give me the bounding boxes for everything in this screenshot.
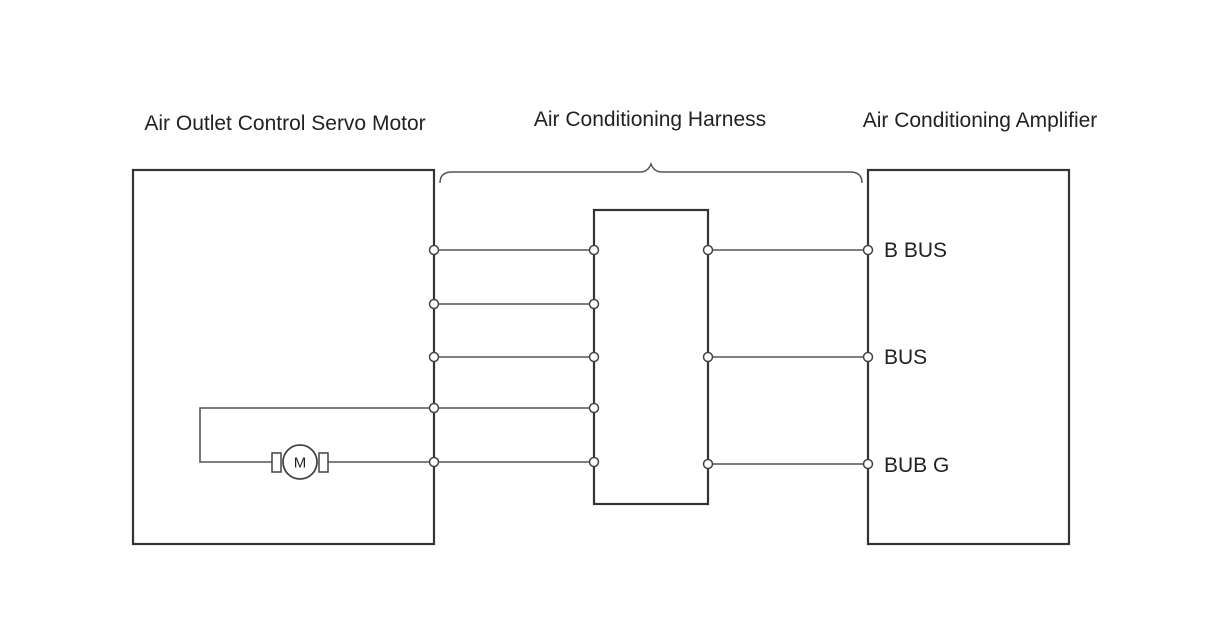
- harness-label: Air Conditioning Harness: [534, 108, 766, 131]
- servo-motor-box: [131, 168, 436, 546]
- terminal-node: [588, 456, 600, 468]
- terminal-node: [588, 351, 600, 363]
- amplifier-label: Air Conditioning Amplifier: [863, 109, 1098, 132]
- terminal-node: [702, 244, 714, 256]
- motor-box-label: Air Outlet Control Servo Motor: [144, 112, 425, 135]
- terminal-node: [702, 458, 714, 470]
- harness-brace: [439, 161, 863, 184]
- motor-internal-wire-top: [199, 407, 434, 463]
- terminal-node: [428, 351, 440, 363]
- terminal-node: [862, 458, 874, 470]
- terminal-node: [588, 244, 600, 256]
- terminal-node: [702, 351, 714, 363]
- pin-label-b-bus: B BUS: [884, 239, 947, 262]
- terminal-node: [428, 402, 440, 414]
- motor-symbol-letter: M: [294, 455, 307, 472]
- terminal-node: [428, 244, 440, 256]
- terminal-node: [588, 298, 600, 310]
- pin-label-bus: BUS: [884, 346, 927, 369]
- terminal-node: [862, 351, 874, 363]
- harness-connector-box: [592, 208, 710, 506]
- terminal-node: [428, 456, 440, 468]
- terminal-node: [588, 402, 600, 414]
- motor-icon: M: [271, 444, 329, 480]
- terminal-node: [862, 244, 874, 256]
- pin-label-bub-g: BUB G: [884, 454, 949, 477]
- terminal-node: [428, 298, 440, 310]
